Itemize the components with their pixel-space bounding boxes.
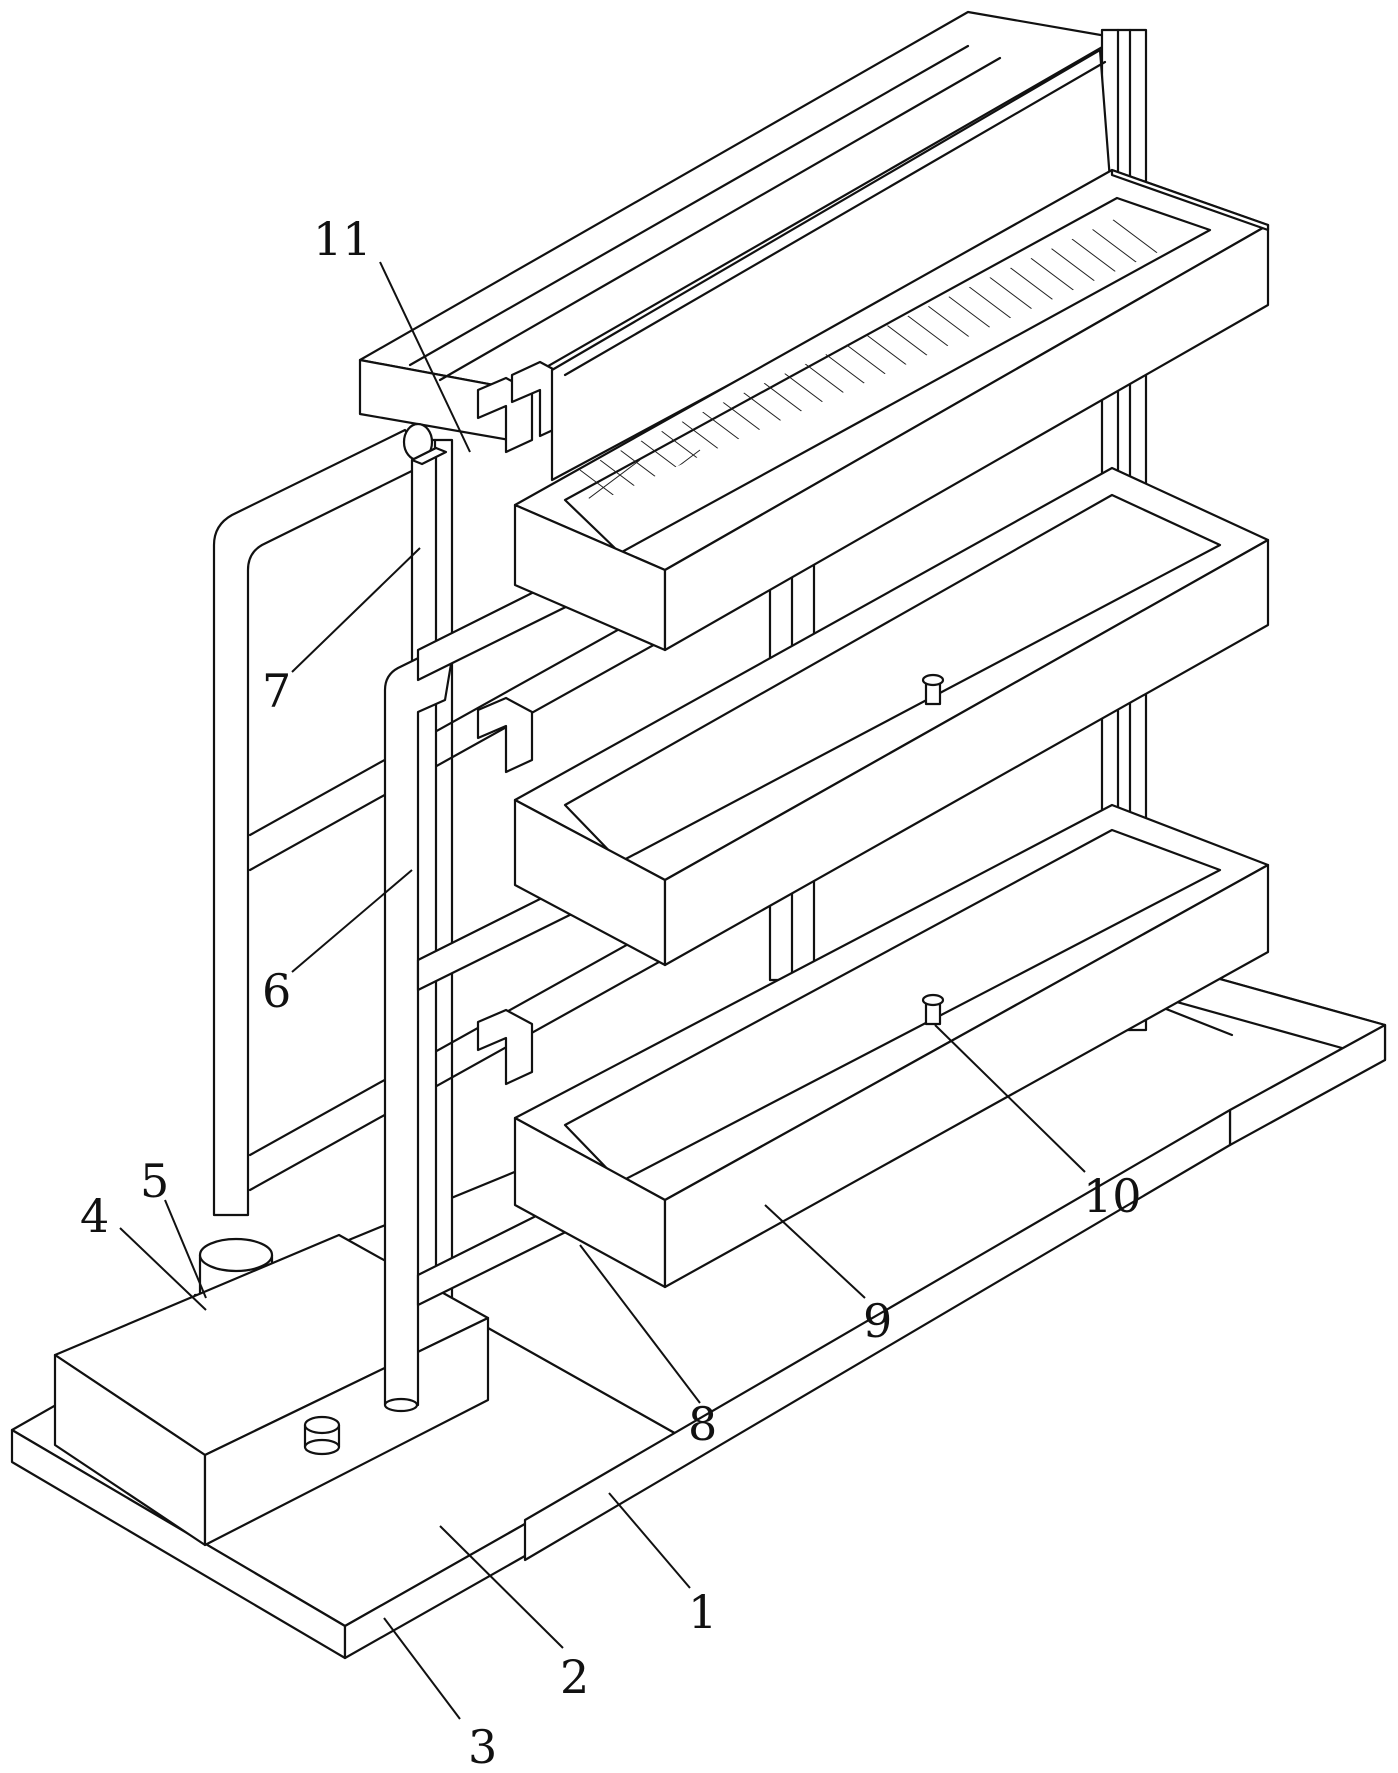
- label-11: 11: [313, 212, 372, 266]
- bottom-tray: [513, 803, 1270, 1289]
- label-4: 4: [80, 1189, 109, 1243]
- label-9: 9: [863, 1294, 892, 1348]
- label-5: 5: [140, 1154, 169, 1208]
- label-2: 2: [560, 1650, 589, 1704]
- label-10: 10: [1083, 1169, 1142, 1223]
- label-6: 6: [262, 964, 291, 1018]
- top-tray: [513, 48, 1270, 652]
- label-1: 1: [688, 1585, 717, 1639]
- pipe-6: [383, 638, 457, 1413]
- label-3: 3: [468, 1720, 497, 1773]
- middle-tray: [513, 466, 1270, 967]
- leader-lines: [119, 261, 1086, 1720]
- label-8: 8: [688, 1397, 717, 1451]
- label-7: 7: [262, 664, 291, 718]
